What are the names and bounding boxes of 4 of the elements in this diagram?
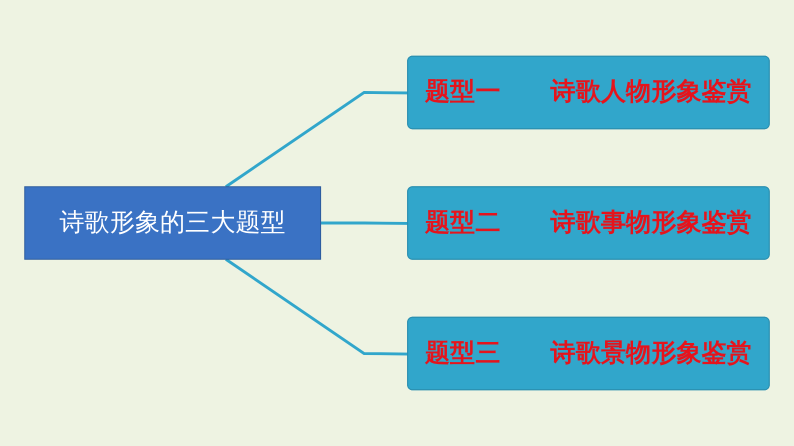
connector [225, 91, 408, 188]
node-box: 诗歌形象的三大题型 [24, 186, 322, 260]
connector [320, 222, 408, 225]
connector [225, 258, 408, 356]
